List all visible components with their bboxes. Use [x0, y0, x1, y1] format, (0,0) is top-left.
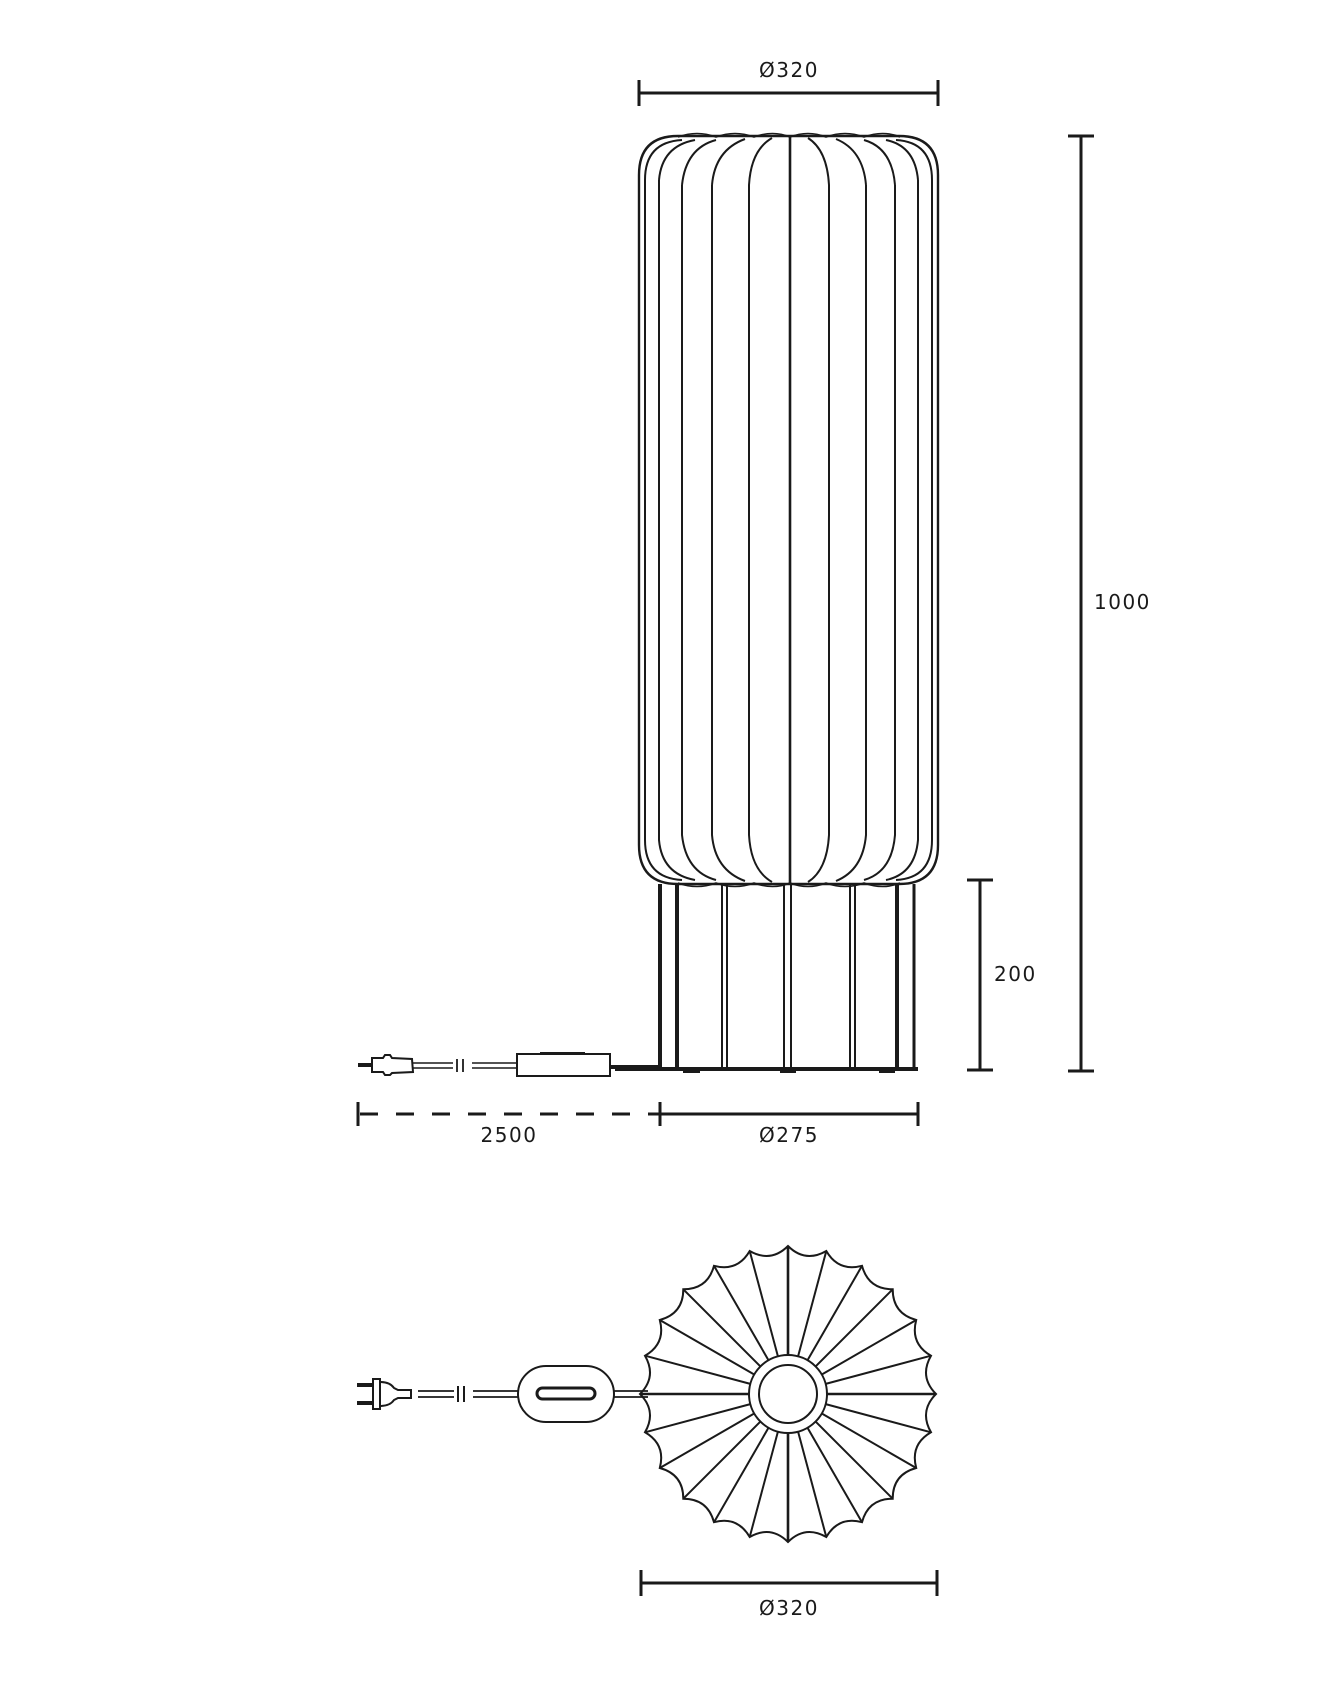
pleat-line — [748, 1431, 779, 1538]
pleat-line — [814, 1288, 894, 1368]
cable-front — [358, 1052, 660, 1077]
pleat-line — [821, 1412, 917, 1469]
pleat-line — [806, 1427, 863, 1523]
pleated-shade-front — [637, 132, 940, 888]
pleat-line — [814, 1420, 894, 1500]
label-cable-length: 2500 — [480, 1123, 538, 1147]
pleat-line — [825, 1354, 932, 1385]
pleat-line — [825, 1403, 932, 1434]
dimension-line-shade-diameter-top — [637, 80, 940, 106]
label-base-diameter: Ø275 — [759, 1123, 819, 1147]
pleat-line — [682, 1420, 762, 1500]
pleat-line — [644, 1403, 751, 1434]
base-cage-front — [615, 884, 918, 1073]
pleat-line — [797, 1431, 828, 1538]
pleat-line — [713, 1265, 770, 1361]
scalloped-edge — [638, 1244, 938, 1544]
pleat-line — [682, 1288, 762, 1368]
pleat-line — [821, 1319, 917, 1376]
center-ring-top-view — [748, 1354, 828, 1434]
pleated-shade-top-view — [638, 1244, 938, 1544]
dimension-line-base-height — [967, 878, 993, 1072]
pleat-line — [659, 1412, 755, 1469]
pleat-line — [713, 1427, 770, 1523]
label-total-height: 1000 — [1094, 590, 1151, 614]
pleat-line — [644, 1354, 751, 1385]
label-shade-diameter-bottom: Ø320 — [759, 1596, 819, 1620]
label-base-height: 200 — [994, 962, 1037, 986]
pleat-line — [659, 1319, 755, 1376]
pleat-line — [797, 1250, 828, 1357]
dimension-line-shade-diameter-bottom — [639, 1570, 939, 1596]
pleat-line — [806, 1265, 863, 1361]
dimension-line-total-height — [1068, 134, 1094, 1073]
pleat-line — [748, 1250, 779, 1357]
dimension-line-cable-length — [356, 1102, 660, 1126]
cable-top-view — [357, 1365, 648, 1423]
dimension-line-base-diameter — [658, 1102, 920, 1126]
label-shade-diameter-top: Ø320 — [759, 58, 819, 82]
